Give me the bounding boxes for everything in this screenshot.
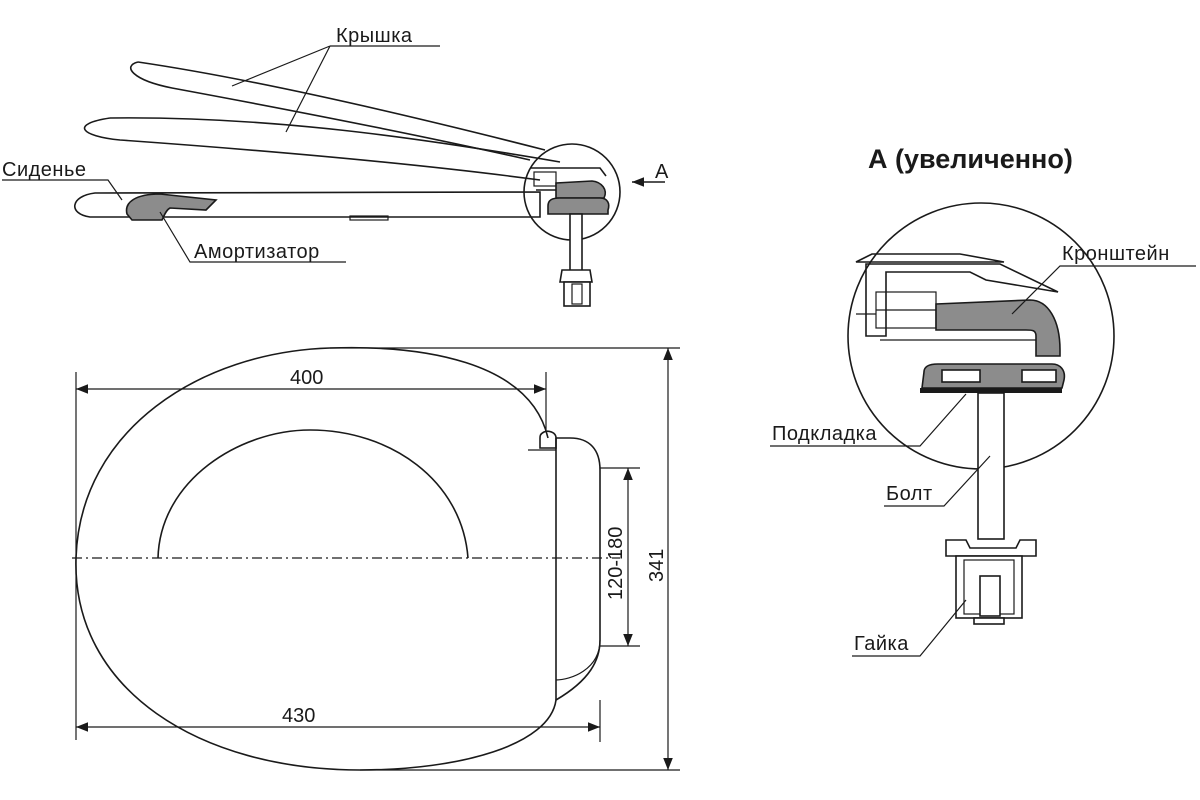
lid-leader [231,45,440,133]
nut-label: Гайка [854,633,909,655]
view-marker-label: А [655,161,669,183]
seat-opening [157,429,469,559]
damper-label: Амортизатор [194,241,320,263]
side-view: А Крышка Сиденье Амортизатор [2,25,669,307]
seat-leader [2,179,123,201]
gasket-strip [920,388,1062,393]
bolt-leader [884,455,991,507]
lid-label: Крышка [336,25,413,47]
bracket-profile [855,253,1005,263]
damper-leader [159,211,346,263]
dim-mount-text: 120-180 [605,527,627,600]
detail-title: А (увеличенно) [868,144,1073,174]
seat-top-outline [75,346,601,771]
seat-bottom-pad [349,215,389,221]
seat-outline [74,191,541,218]
detail-a-view: А (увеличенно) Кронштейн Подкладка [770,144,1196,657]
dim-400-text: 400 [290,367,323,389]
damper-shape [125,193,218,221]
gasket-label: Подкладка [772,423,877,445]
lid-open-outline [130,61,531,161]
gasket-leader [770,393,967,447]
nut-assembly [945,539,1037,625]
bolt-label: Болт [886,483,933,505]
dim-430-text: 430 [282,705,315,727]
bolt-shaft [977,392,1005,540]
nut-leader [852,599,967,657]
bracket-arm [935,299,1061,357]
dim-341-text: 341 [646,549,668,582]
seat-label: Сиденье [2,159,87,181]
lid-middle-outline [83,117,541,181]
bracket-leader [1011,265,1196,315]
top-view: 400 430 341 120-180 [72,346,680,771]
bracket-label: Кронштейн [1062,243,1170,265]
